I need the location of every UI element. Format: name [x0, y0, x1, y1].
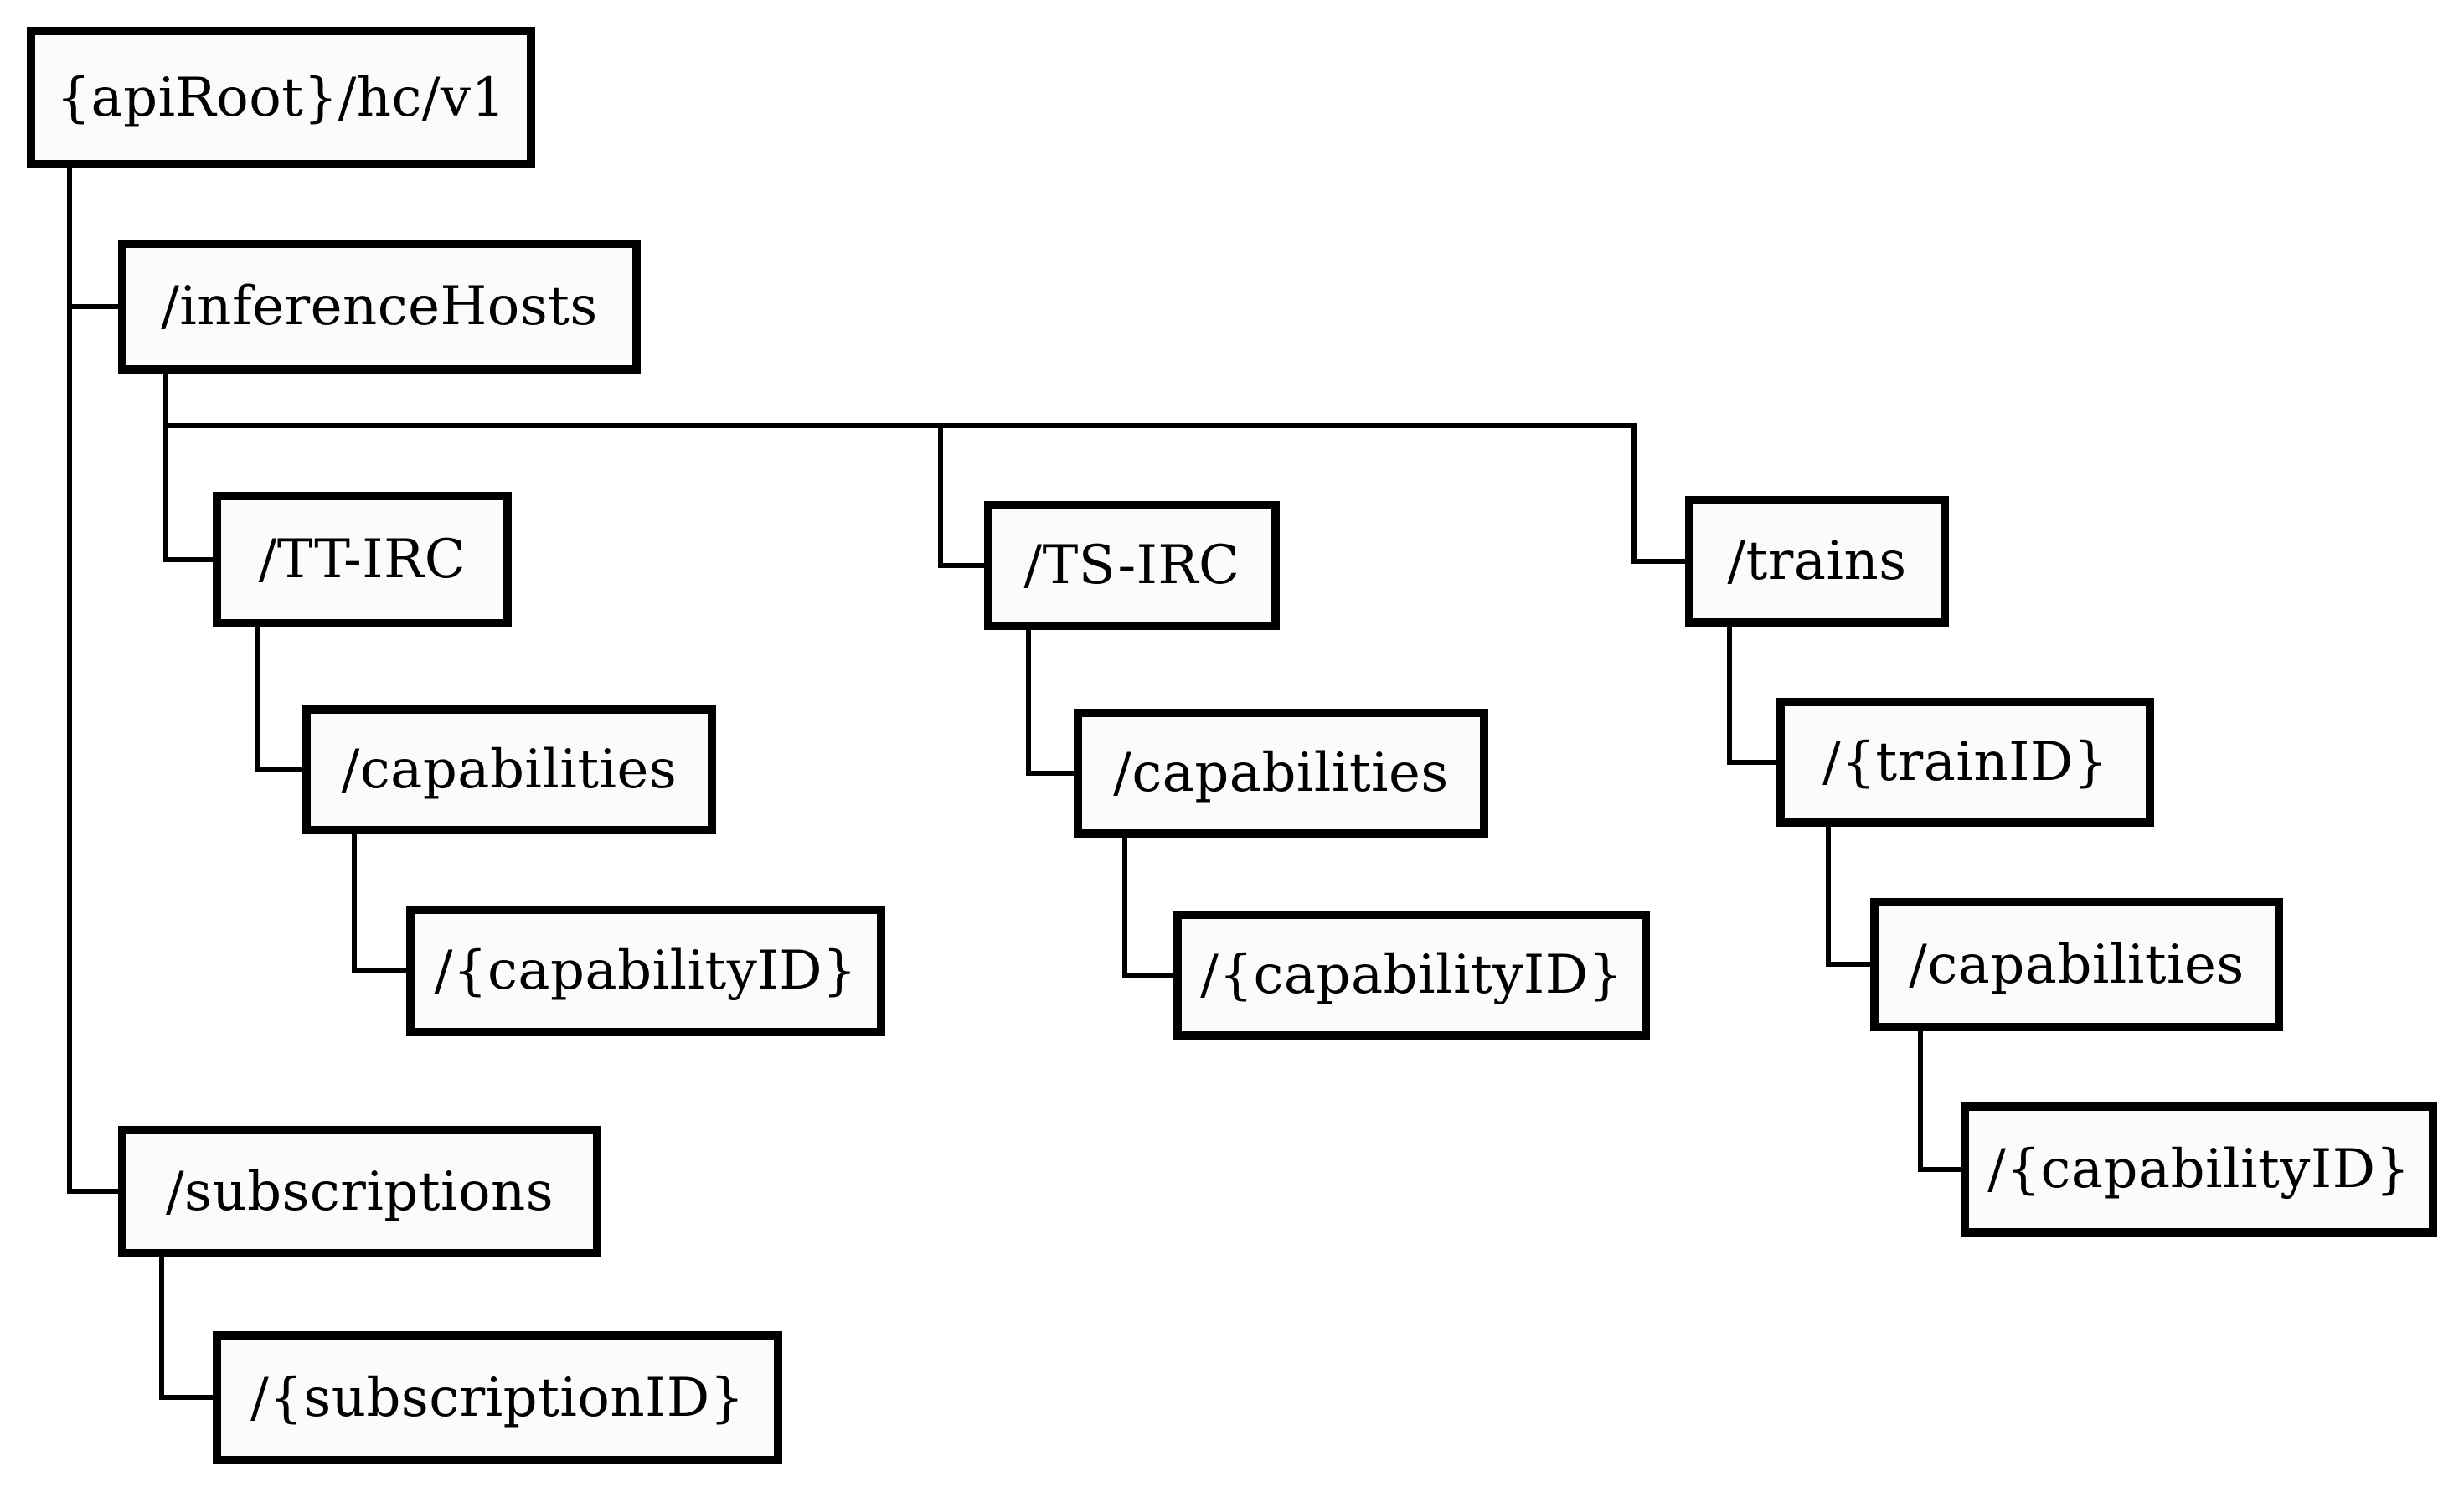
node-ts-capabilities: /capabilities — [1074, 709, 1488, 838]
node-subscription-id: /{subscriptionID} — [213, 1331, 782, 1464]
node-train-id-label: /{trainID} — [1822, 731, 2108, 793]
node-apiroot-label: {apiRoot}/hc/v1 — [56, 66, 506, 129]
node-ts-capabilities-label: /capabilities — [1113, 742, 1449, 804]
connector-subs-subid-v — [159, 1257, 164, 1400]
connector-tsirc-capabilities-v — [1026, 630, 1031, 776]
connector-ttirc-capabilities-h — [255, 767, 302, 772]
node-tt-irc: /TT-IRC — [213, 492, 512, 627]
connector-elbow-tt-irc — [163, 557, 213, 562]
connector-subs-subid-h — [159, 1395, 213, 1400]
node-subscription-id-label: /{subscriptionID} — [250, 1366, 745, 1429]
node-tt-capabilities: /capabilities — [302, 705, 716, 834]
connector-trainid-capabilities-h — [1826, 962, 1870, 967]
connector-trains-trainid-v — [1727, 627, 1732, 765]
node-ts-capability-id-label: /{capabilityID} — [1200, 944, 1623, 1006]
node-tt-capability-id-label: /{capabilityID} — [434, 940, 858, 1002]
connector-trainid-capabilities-v — [1826, 827, 1831, 967]
connector-elbow-ts-irc — [938, 563, 984, 568]
connector-root-trunk — [67, 168, 72, 1194]
connector-traincap-capid-h — [1918, 1167, 1961, 1172]
node-trains-label: /trains — [1727, 530, 1907, 592]
connector-drop-ts-irc — [938, 423, 943, 568]
node-train-id: /{trainID} — [1776, 698, 2154, 827]
node-subscriptions: /subscriptions — [118, 1126, 601, 1257]
node-inference-hosts: /inferenceHosts — [118, 240, 641, 374]
connector-root-inferencehosts — [67, 304, 118, 309]
connector-ttcap-capid-h — [352, 968, 406, 973]
node-train-capabilities: /capabilities — [1870, 898, 2283, 1031]
connector-tsirc-capabilities-h — [1026, 771, 1074, 776]
node-inference-hosts-label: /inferenceHosts — [161, 276, 598, 338]
connector-tscap-capid-h — [1122, 973, 1173, 978]
node-train-capability-id: /{capabilityID} — [1961, 1102, 2437, 1237]
connector-trains-trainid-h — [1727, 760, 1776, 765]
node-train-capabilities-label: /capabilities — [1909, 933, 2245, 996]
connector-drop-tt-irc — [163, 423, 168, 562]
connector-inferencehosts-trunk — [163, 374, 168, 426]
connector-ttcap-capid-v — [352, 834, 357, 973]
node-apiroot: {apiRoot}/hc/v1 — [27, 27, 535, 168]
connector-traincap-capid-v — [1918, 1031, 1923, 1172]
node-tt-capabilities-label: /capabilities — [341, 739, 678, 801]
connector-drop-trains — [1631, 423, 1637, 564]
node-trains: /trains — [1685, 496, 1949, 627]
connector-inferencehosts-rail — [163, 423, 1637, 428]
connector-tscap-capid-v — [1122, 838, 1127, 978]
connector-elbow-trains — [1631, 559, 1685, 564]
node-subscriptions-label: /subscriptions — [165, 1160, 554, 1223]
node-train-capability-id-label: /{capabilityID} — [1987, 1138, 2410, 1200]
connector-ttirc-capabilities-v — [255, 627, 260, 772]
node-tt-capability-id: /{capabilityID} — [406, 906, 885, 1036]
connector-root-subscriptions — [67, 1189, 118, 1194]
node-tt-irc-label: /TT-IRC — [258, 529, 467, 591]
node-ts-capability-id: /{capabilityID} — [1173, 911, 1650, 1040]
node-ts-irc: /TS-IRC — [984, 501, 1280, 630]
node-ts-irc-label: /TS-IRC — [1023, 534, 1240, 596]
